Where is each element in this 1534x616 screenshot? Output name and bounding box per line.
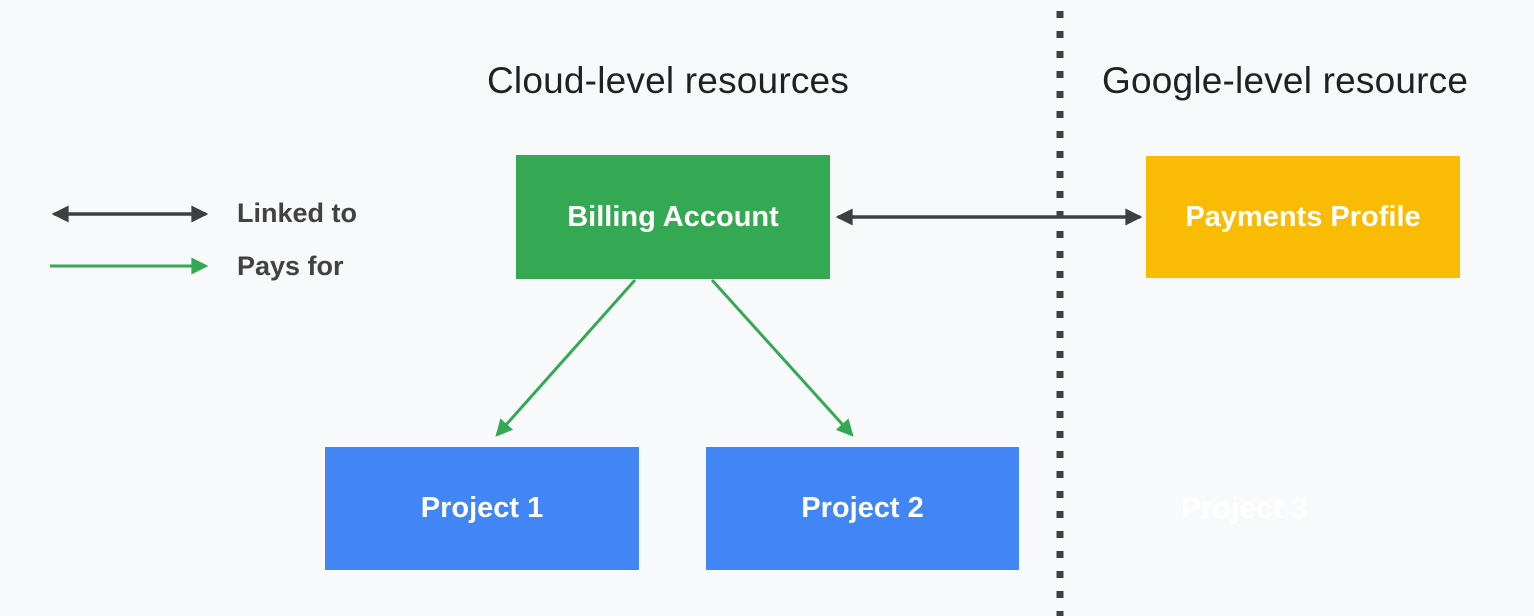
- pays-for-edge-billing-project-2: [710, 278, 854, 437]
- billing-account-node: Billing Account: [516, 155, 830, 279]
- project-3-label: Project 3: [1181, 492, 1308, 525]
- payments-profile-label: Payments Profile: [1185, 200, 1421, 233]
- billing-account-label: Billing Account: [567, 200, 779, 233]
- legend-item-linked-to-label: Linked to: [237, 198, 357, 228]
- pays-for-edge-billing-project-1: [495, 279, 637, 437]
- payments-profile-node: Payments Profile: [1146, 156, 1460, 278]
- project-1-node: Project 1: [325, 447, 639, 570]
- google-level-heading: Google-level resource: [1102, 60, 1469, 101]
- project-2-label: Project 2: [801, 492, 924, 524]
- legend-item-pays-for-label: Pays for: [237, 251, 344, 281]
- project-2-node: Project 2: [706, 447, 1019, 570]
- project-1-label: Project 1: [420, 492, 544, 524]
- cloud-level-heading: Cloud-level resources: [487, 60, 850, 101]
